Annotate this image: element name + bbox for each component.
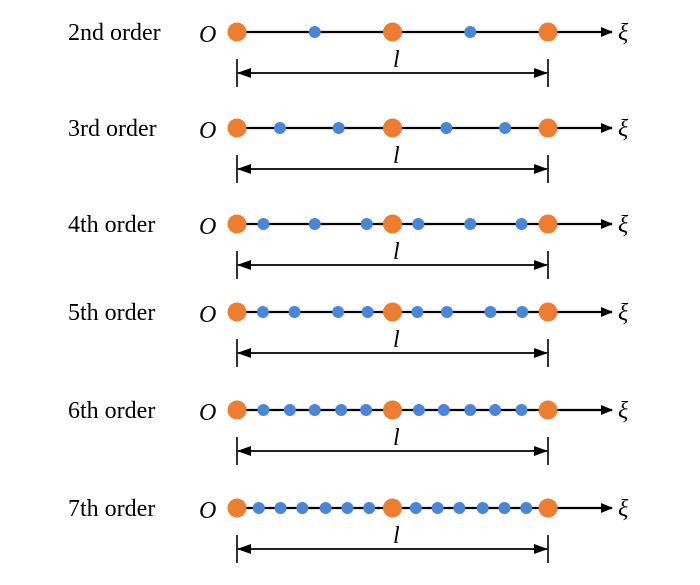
interior-node	[296, 502, 309, 514]
mid-node	[383, 22, 402, 42]
interior-node	[515, 404, 528, 416]
origin-label: O	[199, 118, 216, 144]
interior-node	[440, 122, 453, 134]
start-node	[227, 118, 247, 138]
interior-node	[464, 404, 477, 416]
xi-axis-label: ξ	[618, 496, 629, 522]
length-label: l	[393, 425, 400, 451]
interior-node	[308, 218, 321, 230]
start-node	[227, 22, 247, 42]
interior-node	[319, 502, 332, 514]
interior-node	[431, 502, 444, 514]
origin-label: O	[199, 214, 216, 240]
interior-node	[256, 306, 269, 318]
mid-node	[383, 214, 402, 234]
interior-node	[360, 218, 373, 230]
interior-node	[520, 502, 533, 514]
xi-axis-label: ξ	[618, 398, 629, 424]
start-node	[227, 400, 247, 420]
interior-node	[308, 26, 321, 38]
interior-node	[335, 404, 348, 416]
interior-node	[273, 122, 286, 134]
length-label: l	[393, 327, 400, 353]
interior-node	[499, 122, 512, 134]
start-node	[227, 214, 247, 234]
mid-node	[383, 302, 402, 322]
length-label: l	[393, 523, 400, 549]
start-node	[227, 498, 247, 518]
interior-node	[332, 306, 345, 318]
mid-node	[383, 118, 402, 138]
order-label: 7th order	[68, 496, 155, 522]
interior-node	[437, 404, 450, 416]
interior-node	[257, 218, 270, 230]
interior-node	[515, 218, 528, 230]
xi-axis-label: ξ	[618, 20, 629, 46]
interior-node	[274, 502, 287, 514]
mid-node	[383, 400, 402, 420]
mid-node	[383, 498, 402, 518]
interior-node	[409, 502, 422, 514]
interior-node	[484, 306, 497, 318]
length-label: l	[393, 239, 400, 265]
end-node	[538, 302, 558, 322]
order-label: 3rd order	[68, 116, 157, 142]
order-label: 5th order	[68, 300, 155, 326]
end-node	[538, 498, 558, 518]
interior-node	[498, 502, 511, 514]
xi-axis-label: ξ	[618, 116, 629, 142]
interior-node	[464, 218, 477, 230]
interior-node	[440, 306, 453, 318]
origin-label: O	[199, 302, 216, 328]
length-label: l	[393, 143, 400, 169]
interior-node	[453, 502, 466, 514]
interior-node	[411, 306, 424, 318]
origin-label: O	[199, 22, 216, 48]
order-label: 2nd order	[68, 20, 161, 46]
order-label: 4th order	[68, 212, 155, 238]
xi-axis-label: ξ	[618, 300, 629, 326]
interior-node	[308, 404, 321, 416]
end-node	[538, 118, 558, 138]
length-label: l	[393, 47, 400, 73]
interior-node	[252, 502, 265, 514]
end-node	[538, 22, 558, 42]
interior-node	[476, 502, 489, 514]
end-node	[538, 214, 558, 234]
interior-node	[516, 306, 529, 318]
xi-axis-label: ξ	[618, 212, 629, 238]
interior-node	[412, 218, 425, 230]
origin-label: O	[199, 498, 216, 524]
interior-node	[288, 306, 301, 318]
origin-label: O	[199, 400, 216, 426]
interior-node	[489, 404, 502, 416]
start-node	[227, 302, 247, 322]
interior-node	[360, 404, 373, 416]
interior-node	[341, 502, 354, 514]
interior-node	[363, 502, 376, 514]
interior-node	[257, 404, 270, 416]
interior-node	[283, 404, 296, 416]
end-node	[538, 400, 558, 420]
interior-node	[412, 404, 425, 416]
interior-node	[464, 26, 477, 38]
interior-node	[361, 306, 374, 318]
order-label: 6th order	[68, 398, 155, 424]
interior-node	[332, 122, 345, 134]
